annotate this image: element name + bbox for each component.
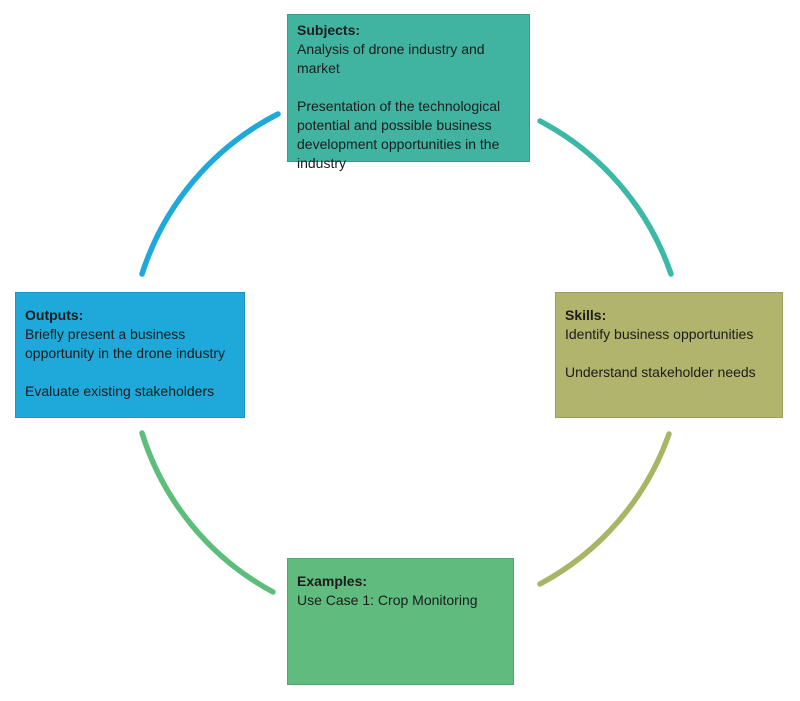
- skills-body: Identify business opportunities Understa…: [565, 326, 756, 380]
- subjects-box: Subjects: Analysis of drone industry and…: [287, 14, 530, 171]
- arc-subjects-to-skills: [537, 118, 674, 277]
- arc-examples-to-outputs: [139, 430, 276, 595]
- outputs-title: Outputs:: [25, 307, 84, 323]
- subjects-body: Analysis of drone industry and market Pr…: [297, 41, 501, 171]
- outputs-body: Briefly present a business opportunity i…: [25, 326, 226, 399]
- arc-skills-to-examples: [537, 431, 672, 587]
- examples-body: Use Case 1: Crop Monitoring: [297, 592, 478, 608]
- outputs-box: Outputs: Briefly present a business oppo…: [15, 292, 245, 418]
- skills-box: Skills: Identify business opportunities …: [555, 292, 783, 418]
- skills-title: Skills:: [565, 307, 607, 323]
- examples-box: Examples: Use Case 1: Crop Monitoring: [287, 558, 514, 685]
- subjects-title: Subjects:: [297, 22, 361, 38]
- arc-outputs-to-subjects: [139, 111, 281, 277]
- examples-title: Examples:: [297, 573, 368, 589]
